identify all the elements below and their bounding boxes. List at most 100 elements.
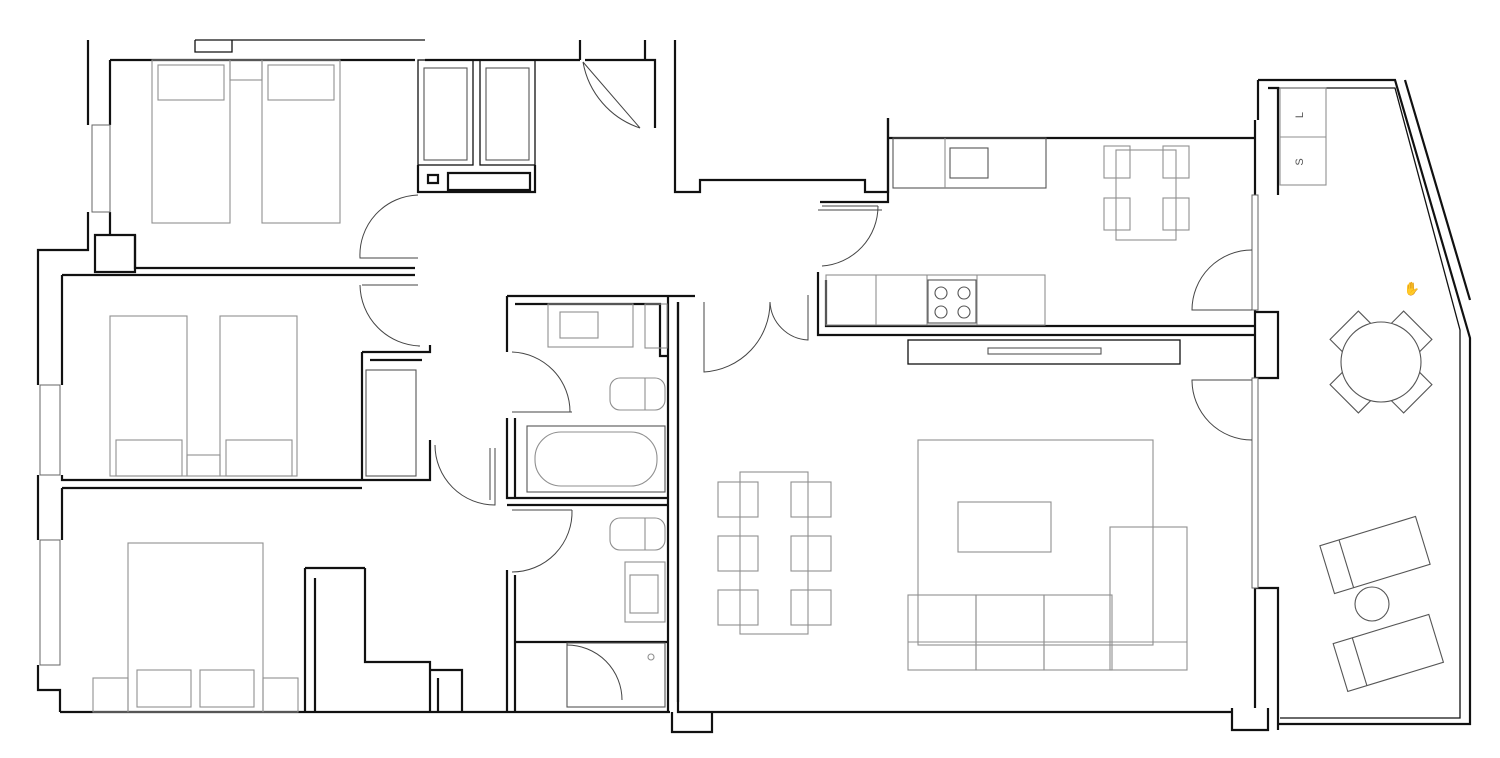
wall-top-bedroom1 — [110, 40, 582, 62]
burner-2 — [957, 286, 971, 300]
terrace: L S ✋ — [1279, 87, 1445, 693]
bathtub-inner — [534, 431, 658, 487]
door-bath2 — [511, 509, 573, 573]
storage-label-bottom: S — [1294, 158, 1306, 165]
kitchen-table — [1115, 149, 1177, 241]
vanity-1 — [547, 303, 634, 348]
bathrooms — [526, 303, 668, 708]
door-bath1 — [511, 351, 571, 413]
counter-top — [892, 137, 1047, 189]
lounger-2-back — [1351, 637, 1368, 686]
pillow-3-right — [199, 669, 255, 708]
wall-bath-block — [505, 294, 695, 712]
rug — [917, 439, 1154, 646]
wall-top-ledge — [194, 39, 425, 53]
door-leaf-marks — [362, 209, 882, 511]
window-living-terrace — [1251, 377, 1259, 589]
kitchen-chair-4 — [1162, 197, 1190, 231]
dining-chair-4 — [790, 535, 832, 572]
door-bed2 — [359, 284, 421, 347]
door-bed3-closet — [434, 444, 496, 506]
wardrobe-2 — [479, 59, 536, 166]
wall-corridor-top — [585, 40, 890, 194]
shower-door — [566, 644, 623, 701]
vanity-2 — [624, 561, 666, 623]
wardrobe-2-inner — [485, 67, 530, 161]
door-living-terrace — [1191, 379, 1253, 441]
door-corridor-kitchen — [821, 205, 879, 267]
tv-unit — [907, 339, 1181, 365]
sink-2 — [629, 574, 659, 614]
bed-2-left — [109, 315, 188, 477]
sun-lounger-1 — [1319, 515, 1431, 595]
sofa-chaise — [1109, 526, 1188, 671]
pillow-right — [267, 64, 335, 101]
kitchen-sink — [949, 147, 989, 179]
sink-1 — [559, 311, 599, 339]
hand-icon: ✋ — [1404, 281, 1420, 296]
shower — [566, 642, 666, 708]
burner-1 — [934, 286, 948, 300]
dining-chair-6 — [790, 589, 832, 626]
kitchen — [825, 137, 1190, 326]
terrace-round-table — [1340, 321, 1422, 403]
wc-2 — [609, 517, 666, 551]
wall-bed3-closet — [303, 566, 464, 712]
closet-base — [416, 165, 537, 194]
wall-living-column — [670, 708, 1270, 734]
wall-terrace — [1256, 78, 1472, 726]
pillow-left — [157, 64, 225, 101]
storage-label-top: L — [1294, 112, 1306, 118]
sofa-seat-3 — [1043, 594, 1113, 671]
pillow-2-left — [115, 439, 183, 477]
bathtub — [526, 425, 666, 493]
side-table — [1354, 586, 1390, 622]
wall-left-facade — [36, 40, 670, 714]
kitchen-chair-1 — [1103, 145, 1131, 179]
bed-single-left — [151, 59, 231, 224]
door-kitchen-terrace — [1191, 249, 1253, 311]
kitchen-chair-2 — [1162, 145, 1190, 179]
wall-bed2-closet — [360, 345, 432, 480]
shower-drain — [647, 653, 655, 661]
coffee-table — [957, 501, 1052, 553]
window-bed2 — [39, 384, 61, 476]
wall-terrace-piers — [1255, 310, 1280, 730]
lounger-1-body — [1319, 515, 1431, 595]
dining-table — [739, 471, 809, 635]
sofa-seat-2 — [975, 594, 1045, 671]
bed-double — [127, 542, 264, 713]
wall-bed1-bed2 — [62, 235, 415, 277]
terrace-railing — [1278, 87, 1461, 719]
door-living — [703, 301, 771, 373]
sun-lounger-2 — [1332, 613, 1445, 693]
bedroom-2 — [109, 315, 417, 477]
nightstand-2 — [186, 454, 221, 477]
nightstand-3-right — [262, 677, 299, 713]
wardrobe-3 — [365, 369, 417, 477]
door-bed1 — [359, 194, 419, 259]
cabinet-1 — [644, 303, 668, 349]
nightstand — [229, 59, 263, 81]
nightstand-3-left — [92, 677, 129, 713]
wall-column-bed1 — [93, 233, 137, 274]
lounger-2-body — [1332, 613, 1445, 693]
wall-bed2-bed3 — [60, 275, 432, 540]
dining-chair-3 — [717, 535, 759, 572]
bedroom-3 — [92, 542, 299, 713]
bedroom-1 — [151, 59, 537, 224]
wall-living — [676, 120, 1257, 714]
window-kitchen-terrace — [1251, 194, 1259, 311]
window-bed3 — [39, 539, 61, 666]
wardrobe-1 — [417, 59, 474, 166]
burner-3 — [934, 305, 948, 319]
tv — [987, 347, 1102, 355]
doors — [359, 61, 1253, 573]
burner-4 — [957, 305, 971, 319]
pillow-3-left — [136, 669, 192, 708]
bed-2-right — [219, 315, 298, 477]
wall-bath-low — [505, 570, 668, 712]
dining-chair-2 — [790, 481, 832, 518]
lounger-1-back — [1338, 539, 1355, 588]
